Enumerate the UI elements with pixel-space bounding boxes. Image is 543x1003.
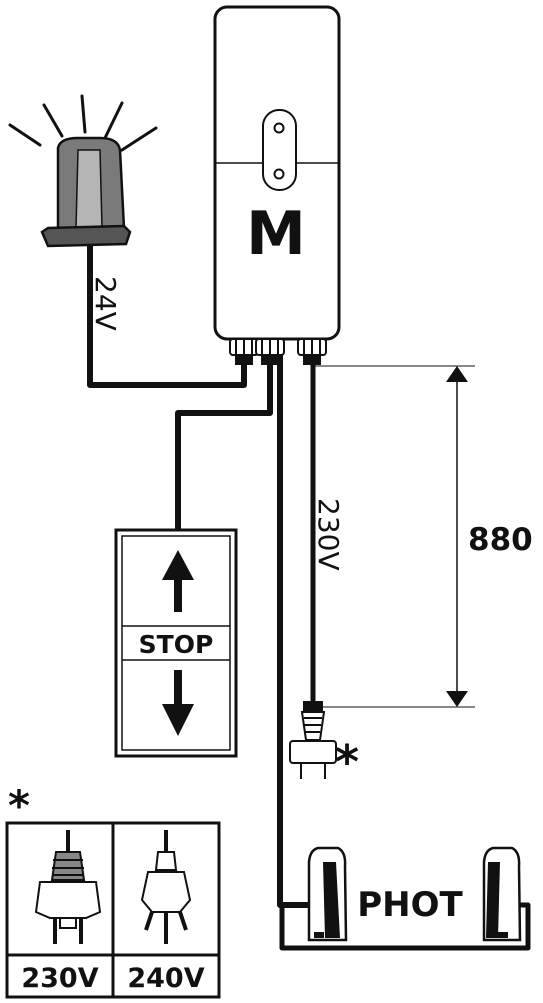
lamp-cable bbox=[87, 243, 247, 388]
screw-icon bbox=[273, 122, 285, 134]
cables bbox=[87, 243, 531, 951]
motor-label: M bbox=[246, 199, 306, 269]
screw-icon bbox=[273, 168, 285, 180]
motor-slot-plate bbox=[262, 109, 297, 191]
motor-unit: M bbox=[213, 5, 341, 365]
photocell-cable bbox=[277, 351, 313, 908]
dimension-line: 880 bbox=[312, 365, 533, 708]
mains-note-mark: * bbox=[335, 735, 359, 789]
control-cable bbox=[175, 351, 273, 533]
arrow-down-icon bbox=[446, 691, 468, 707]
plug-icon bbox=[289, 701, 337, 779]
flashing-lamp: 24V bbox=[8, 94, 158, 331]
lamp-voltage-label: 24V bbox=[89, 276, 122, 331]
australian-plug-icon bbox=[140, 830, 192, 944]
arrow-up-icon bbox=[162, 550, 194, 612]
photocell-loop-cable bbox=[279, 902, 531, 951]
photocell-icon bbox=[307, 846, 348, 942]
stop-control-panel: STOP bbox=[114, 528, 238, 758]
plug-types-table: * 230V 240V bbox=[5, 781, 221, 999]
arrow-up-icon bbox=[446, 366, 468, 382]
plugs-note-mark: * bbox=[8, 781, 30, 830]
photocell-icon bbox=[482, 846, 522, 942]
schuko-plug-icon bbox=[34, 830, 102, 944]
mains-voltage-label: 230V bbox=[312, 498, 345, 571]
cable-gland-icon bbox=[229, 338, 327, 365]
arrow-down-icon bbox=[162, 670, 194, 736]
stop-label: STOP bbox=[139, 630, 214, 659]
plug-right-voltage: 240V bbox=[127, 963, 204, 994]
photocells-label: PHOT bbox=[357, 885, 463, 925]
plug-left-voltage: 230V bbox=[21, 963, 98, 994]
dimension-value: 880 bbox=[468, 522, 533, 558]
mains-supply: 230V * bbox=[289, 498, 359, 789]
light-rays-icon bbox=[8, 94, 158, 152]
photocells: PHOT bbox=[307, 846, 522, 942]
